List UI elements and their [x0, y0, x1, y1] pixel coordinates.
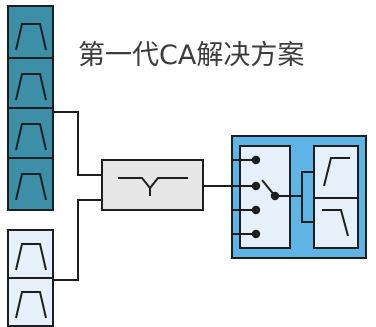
bandpass-filter-icon	[15, 291, 47, 319]
diplexer	[101, 159, 204, 211]
bandpass-filter-icon	[15, 243, 47, 271]
connection-lines	[53, 111, 232, 281]
connection-line	[53, 199, 102, 281]
bandpass-filter-icon	[15, 173, 47, 201]
switch-module	[231, 135, 367, 259]
bandpass-filter-icon	[15, 123, 47, 151]
diplexer-icon	[118, 177, 188, 196]
lowpass-filter-icon	[322, 209, 349, 237]
bandpass-filter-icon	[15, 23, 47, 51]
filter-bank-top	[7, 5, 54, 211]
diagram-title: 第一代CA解决方案	[78, 40, 305, 71]
bandpass-filter-icon	[15, 73, 47, 101]
connection-line	[53, 111, 102, 176]
highpass-filter-icon	[323, 157, 350, 187]
filter-bank-bottom	[7, 229, 54, 327]
sp4t-switch-icon	[232, 155, 314, 239]
